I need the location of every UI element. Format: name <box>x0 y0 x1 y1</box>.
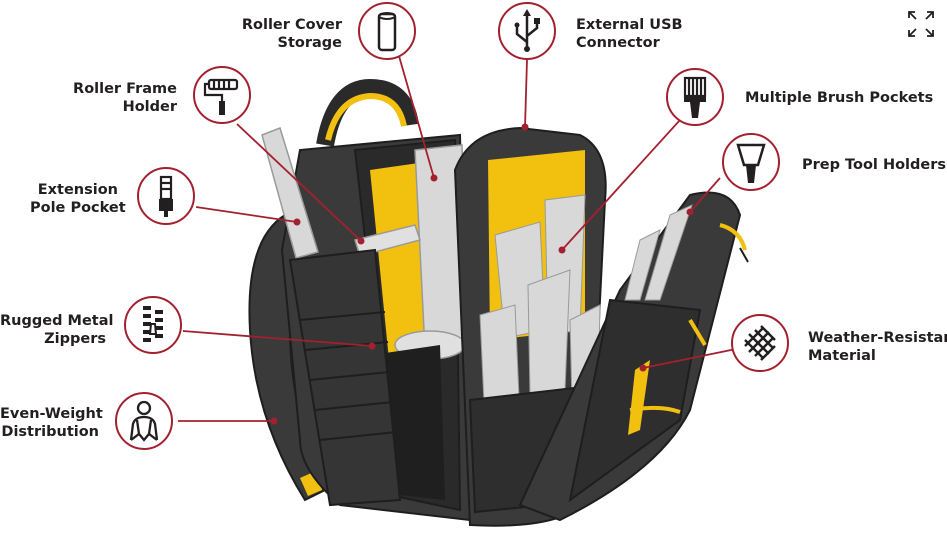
woven-fabric-icon <box>731 314 789 372</box>
usb-icon <box>498 2 556 60</box>
label-line: Roller Frame <box>73 81 177 97</box>
label-line: External USB <box>576 17 683 33</box>
label-line: Material <box>808 348 876 364</box>
label-line: Distribution <box>1 424 99 440</box>
label-line: Rugged Metal <box>0 313 114 329</box>
label-line: Storage <box>277 35 343 51</box>
label-line: Extension <box>37 182 118 198</box>
label-line: Even-Weight <box>0 406 103 422</box>
putty-knife-icon <box>722 133 780 191</box>
label-line: Pole Pocket <box>30 200 126 216</box>
label-line: Zippers <box>44 331 106 347</box>
label-even-weight-distribution: Even-Weight Distribution <box>0 405 103 441</box>
label-external-usb-connector: External USB Connector <box>576 16 683 52</box>
label-weather-resistant-material: Weather-Resistant Material <box>808 329 947 365</box>
label-line: Multiple Brush Pockets <box>745 90 934 106</box>
label-extension-pole-pocket: Extension Pole Pocket <box>30 181 126 217</box>
zipper-icon <box>124 296 182 354</box>
label-roller-cover-storage: Roller Cover Storage <box>230 16 342 52</box>
label-line: Roller Cover <box>241 17 342 33</box>
label-prep-tool-holders: Prep Tool Holders <box>802 156 946 174</box>
person-backpack-icon <box>115 392 173 450</box>
label-line: Connector <box>576 35 660 51</box>
label-line: Weather-Resistant <box>808 330 947 346</box>
roller-frame-icon <box>193 66 251 124</box>
extension-pole-icon <box>137 167 195 225</box>
label-rugged-metal-zippers: Rugged Metal Zippers <box>0 312 114 348</box>
paint-brush-icon <box>666 68 724 126</box>
label-multiple-brush-pockets: Multiple Brush Pockets <box>745 89 933 107</box>
expand-arrows-icon[interactable] <box>905 8 937 40</box>
roller-cover-icon <box>358 2 416 60</box>
label-roller-frame-holder: Roller Frame Holder <box>60 80 177 116</box>
label-line: Holder <box>122 99 177 115</box>
label-line: Prep Tool Holders <box>802 157 947 173</box>
